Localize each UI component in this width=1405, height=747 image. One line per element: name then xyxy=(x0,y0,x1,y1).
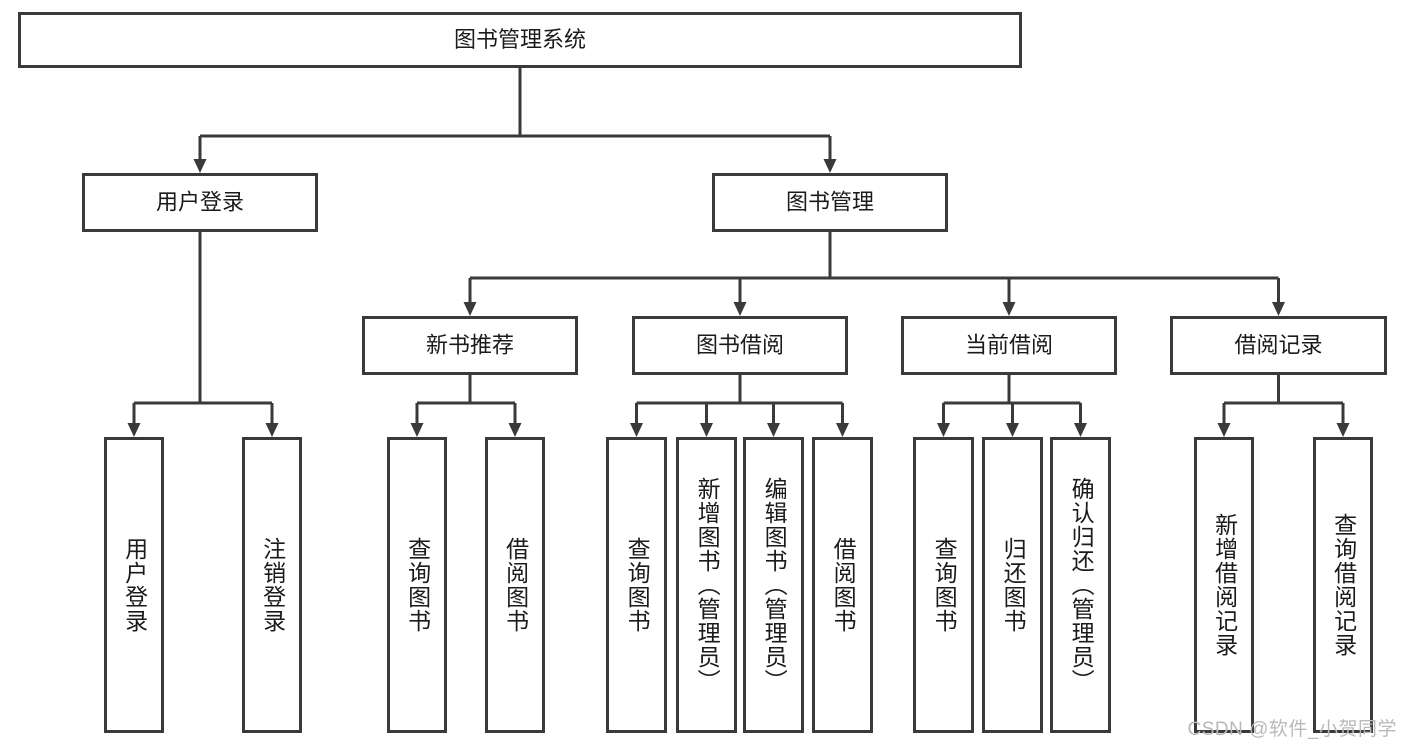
arrow-head-current-borrow xyxy=(1002,302,1016,316)
node-box-leaf-add-book[interactable] xyxy=(676,437,737,733)
node-label-new-book-recommend: 新书推荐 xyxy=(426,332,514,357)
node-box-leaf-user-logout[interactable] xyxy=(242,437,302,733)
node-label-book-borrow: 图书借阅 xyxy=(696,332,784,357)
node-box-leaf-user-login[interactable] xyxy=(104,437,164,733)
node-box-current-borrow[interactable] xyxy=(901,316,1117,375)
arrow-head-leaf-user-logout xyxy=(265,423,279,437)
edges-layer xyxy=(127,68,1350,437)
node-box-leaf-query-borrow-record[interactable] xyxy=(1313,437,1373,733)
arrow-head-leaf-return-book xyxy=(1006,423,1019,437)
arrow-head-leaf-query-book-rec xyxy=(410,423,424,437)
arrow-head-book-manage xyxy=(823,159,837,173)
arrow-head-leaf-user-login xyxy=(127,423,141,437)
node-box-leaf-return-book[interactable] xyxy=(982,437,1043,733)
node-box-root[interactable] xyxy=(18,12,1022,68)
node-box-borrow-record[interactable] xyxy=(1170,316,1387,375)
node-label-current-borrow: 当前借阅 xyxy=(965,332,1053,357)
node-box-book-borrow[interactable] xyxy=(632,316,848,375)
node-box-user-login[interactable] xyxy=(82,173,318,232)
arrow-head-new-book-recommend xyxy=(463,302,477,316)
arrow-head-leaf-query-book-borrow xyxy=(630,423,643,437)
arrow-head-leaf-query-borrow-record xyxy=(1336,423,1350,437)
arrow-head-leaf-add-borrow-record xyxy=(1217,423,1231,437)
node-label-borrow-record: 借阅记录 xyxy=(1234,332,1322,357)
arrow-head-leaf-borrow-book-rec xyxy=(508,423,522,437)
arrow-head-leaf-borrow-book xyxy=(836,423,849,437)
node-box-leaf-query-book-rec[interactable] xyxy=(387,437,447,733)
node-box-leaf-borrow-book-rec[interactable] xyxy=(485,437,545,733)
arrow-head-leaf-query-book-cur xyxy=(937,423,950,437)
node-box-leaf-edit-book[interactable] xyxy=(743,437,804,733)
arrow-head-book-borrow xyxy=(733,302,747,316)
node-box-leaf-query-book-cur[interactable] xyxy=(913,437,974,733)
arrow-head-leaf-add-book xyxy=(700,423,713,437)
arrow-head-user-login xyxy=(193,159,207,173)
node-box-leaf-add-borrow-record[interactable] xyxy=(1194,437,1254,733)
node-box-leaf-confirm-return[interactable] xyxy=(1050,437,1111,733)
node-box-leaf-query-book-borrow[interactable] xyxy=(606,437,667,733)
arrow-head-leaf-edit-book xyxy=(767,423,780,437)
boxes-layer xyxy=(18,12,1387,733)
node-label-user-login: 用户登录 xyxy=(156,189,244,214)
node-label-root: 图书管理系统 xyxy=(454,27,586,52)
node-box-book-manage[interactable] xyxy=(712,173,948,232)
node-label-book-manage: 图书管理 xyxy=(786,189,874,214)
node-box-leaf-borrow-book[interactable] xyxy=(812,437,873,733)
arrow-head-borrow-record xyxy=(1272,302,1285,316)
node-box-new-book-recommend[interactable] xyxy=(362,316,578,375)
arrow-head-leaf-confirm-return xyxy=(1074,423,1087,437)
